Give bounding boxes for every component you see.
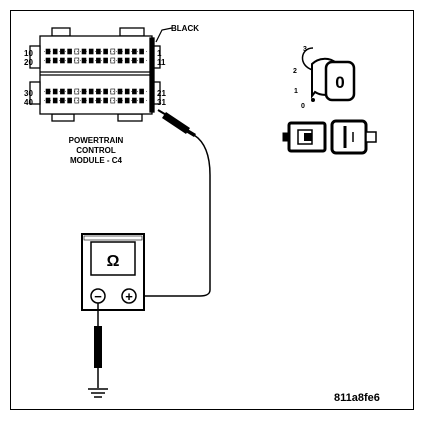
ignition-position-1: 1 [294, 88, 298, 95]
pcm-connector [29, 27, 161, 122]
meter-display [90, 241, 136, 276]
pin-cavity [110, 97, 116, 104]
ignition-position-0: 0 [301, 103, 305, 110]
pin-cavity [74, 57, 80, 64]
ohm-symbol: Ω [107, 253, 120, 270]
negative-terminal-sign: − [94, 289, 102, 304]
pin-cavity [74, 88, 80, 95]
pin-cavity [110, 57, 116, 64]
ohmmeter [81, 233, 145, 311]
black-label-leader [155, 27, 173, 43]
positive-terminal-sign: + [125, 289, 133, 304]
figure-frame [10, 10, 414, 410]
positive-test-probe [157, 109, 196, 137]
module-label-line-2: CONTROL [76, 146, 116, 155]
ignition-key-glyph: 0 [335, 73, 344, 92]
pin-cavity [74, 97, 80, 104]
positive-terminal [121, 288, 137, 304]
pin-number-31: 31 [157, 98, 166, 107]
ignition-key-switch-icon [301, 47, 356, 102]
pin-cavity [110, 48, 116, 55]
ignition-position-3: 3 [303, 46, 307, 53]
module-label-line-1: POWERTRAIN [69, 136, 124, 145]
pin-number-40: 40 [24, 98, 33, 107]
pin-number-11: 11 [157, 58, 166, 67]
connector-color-label: BLACK [171, 24, 199, 33]
ground-test-lead [94, 303, 102, 388]
figure-id: 811a8fe6 [334, 392, 380, 404]
pin-number-1: 1 [157, 49, 162, 58]
connector-pin-cavities [44, 48, 148, 104]
positive-test-lead [137, 134, 211, 297]
disconnected-connector-icon [282, 119, 377, 155]
ground-symbol-icon [88, 388, 108, 398]
module-label-line-3: MODULE - C4 [70, 156, 123, 165]
pin-number-30: 30 [24, 89, 33, 98]
pin-number-10: 10 [24, 49, 33, 58]
ignition-position-2: 2 [293, 68, 297, 75]
pin-number-20: 20 [24, 58, 33, 67]
pin-cavity [110, 88, 116, 95]
pin-number-21: 21 [157, 89, 166, 98]
pin-cavity [74, 48, 80, 55]
